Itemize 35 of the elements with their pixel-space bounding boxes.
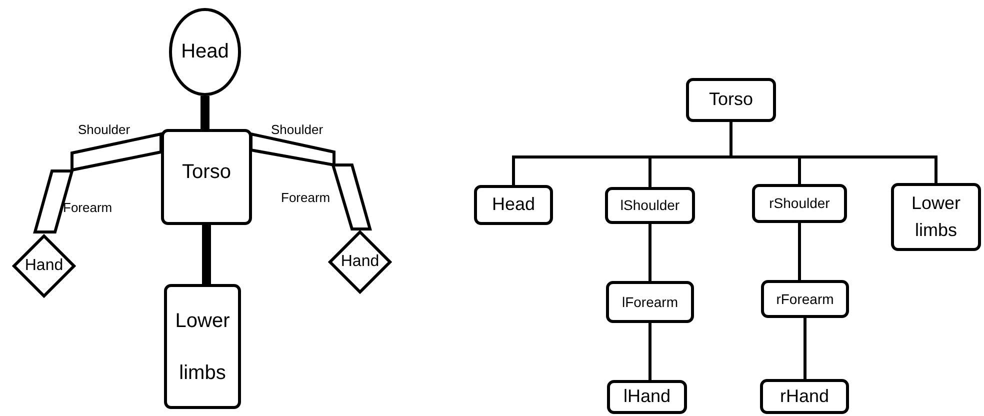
tree-box (761, 280, 849, 318)
tree-box (752, 184, 847, 223)
node-label: Head (181, 40, 229, 64)
node-label: lHand (623, 386, 671, 408)
tree-box (607, 380, 687, 414)
node-label: rShoulder (769, 195, 830, 212)
torso-box (161, 129, 252, 225)
connector-line (648, 323, 652, 380)
node-label: Shoulder (78, 122, 130, 137)
node-label: Hand (24, 257, 64, 275)
tree-box (606, 281, 694, 323)
node-label: Hand (340, 253, 380, 271)
tree-box (605, 187, 695, 224)
node-label: Shoulder (271, 122, 324, 137)
node-label: lForearm (622, 294, 678, 310)
node-label: Torso (182, 160, 231, 184)
tree-box (760, 379, 849, 414)
thick-bar (202, 225, 211, 284)
node-label: Forearm (281, 190, 330, 205)
node-label: Forearm (63, 200, 112, 215)
thick-bar (200, 96, 210, 129)
node-label: Lower limbs (174, 308, 231, 386)
connector-line (804, 318, 806, 379)
tree-box (474, 185, 553, 225)
node-label: rForearm (776, 290, 834, 308)
lower-limbs-box (164, 284, 241, 409)
node-label: Torso (708, 89, 753, 111)
node-label: Head (492, 194, 536, 216)
connector-line (648, 224, 652, 281)
tree-box (686, 78, 776, 122)
node-label: lShoulder (620, 197, 680, 214)
node-label: Lower limbs (910, 192, 962, 242)
tree-box (891, 183, 981, 251)
node-label: rHand (780, 386, 830, 408)
connector-line (798, 223, 801, 280)
